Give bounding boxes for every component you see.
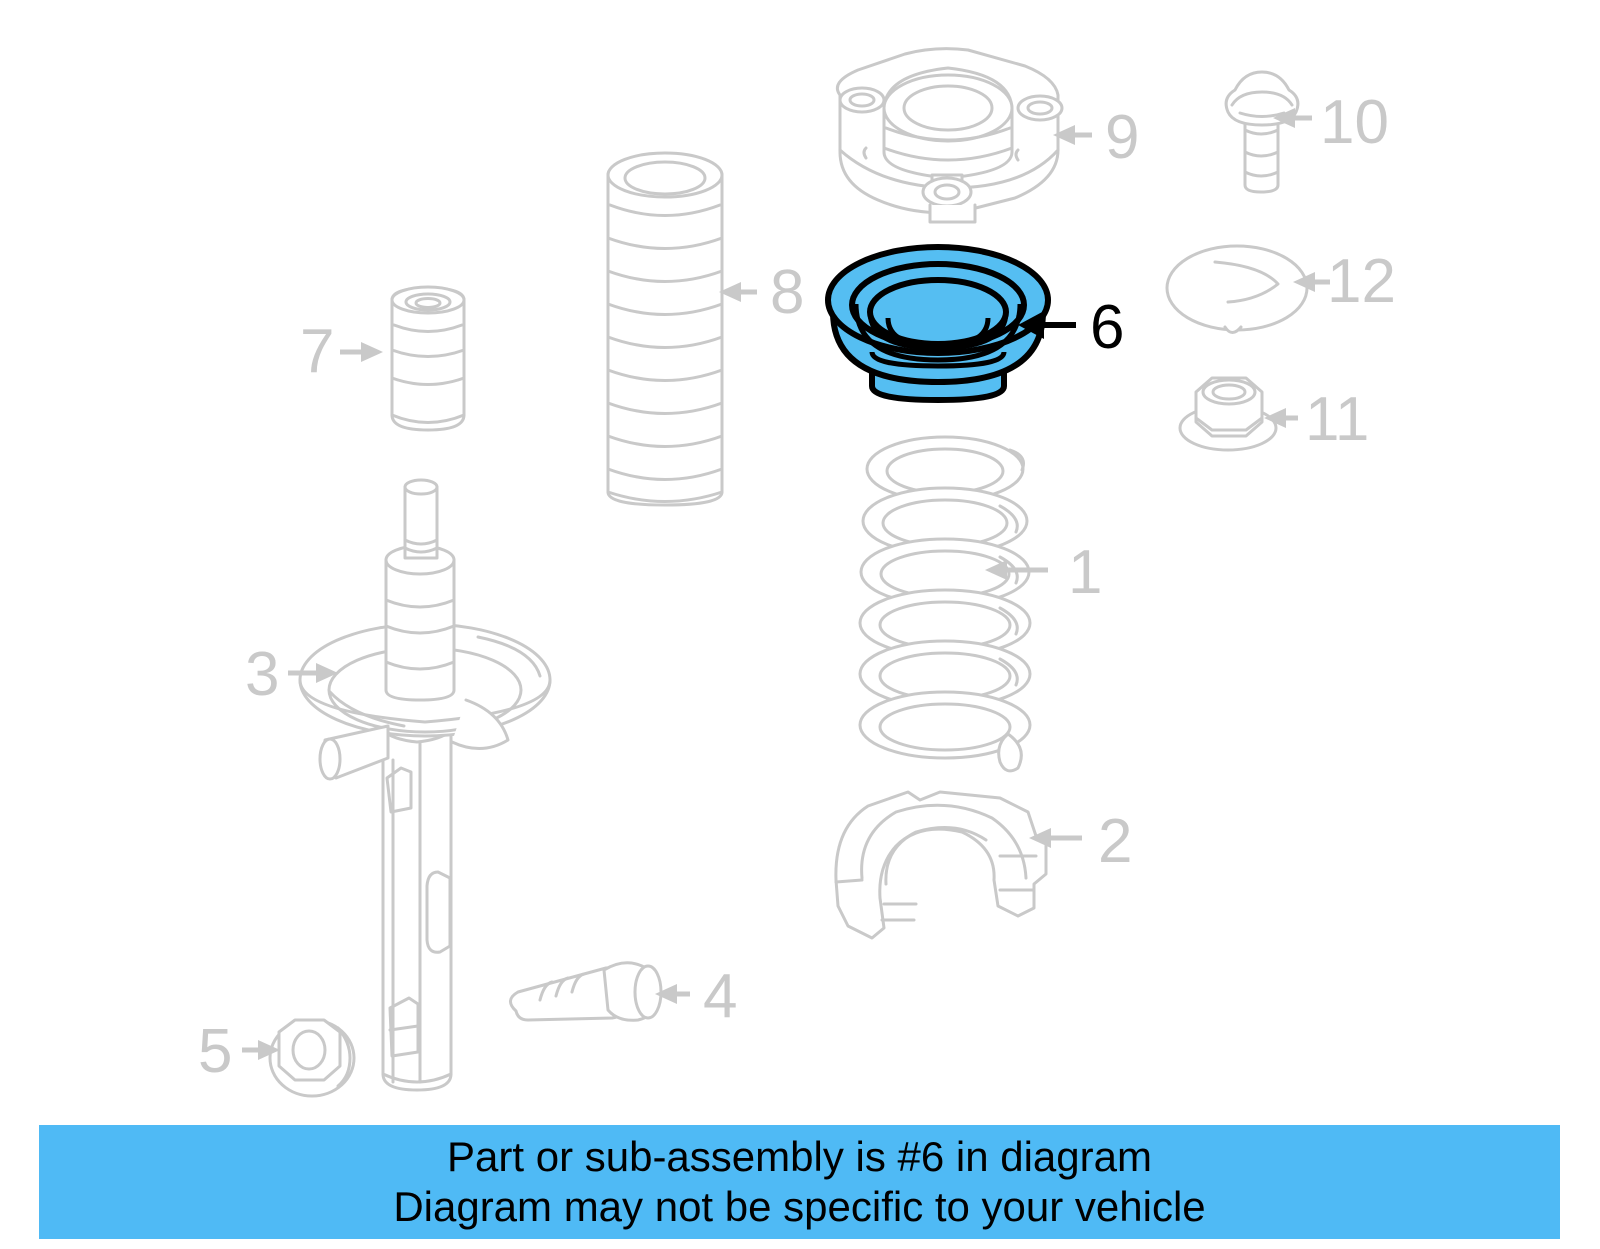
callout-label-8: 8 <box>770 258 804 327</box>
callout-4: 4 <box>655 962 737 1031</box>
callout-label-2: 2 <box>1098 807 1132 876</box>
part-1-coil-spring <box>858 435 1032 773</box>
callout-label-9: 9 <box>1105 103 1139 172</box>
callout-label-10: 10 <box>1320 88 1389 157</box>
callout-label-12: 12 <box>1327 247 1396 316</box>
callout-label-5: 5 <box>198 1017 232 1086</box>
callout-label-3: 3 <box>245 640 279 709</box>
part-4-strut-bolt <box>509 961 663 1022</box>
callout-1: 1 <box>985 538 1102 607</box>
callout-12: 12 <box>1293 247 1396 316</box>
part-5-strut-nut <box>268 1018 356 1098</box>
callout-9: 9 <box>1053 103 1139 172</box>
part-6-strut-mount-bearing <box>825 244 1051 403</box>
callout-5: 5 <box>198 1017 280 1086</box>
part-12-dust-cap <box>1165 244 1309 334</box>
callout-6: 6 <box>1018 293 1124 362</box>
callout-label-7: 7 <box>300 317 334 386</box>
part-11-flange-nut <box>1178 376 1278 452</box>
disclaimer-banner: Part or sub-assembly is #6 in diagram Di… <box>39 1125 1560 1239</box>
callout-10: 10 <box>1273 88 1389 157</box>
callout-3: 3 <box>245 640 338 709</box>
part-10-mount-bolt <box>1224 70 1300 194</box>
banner-line-1: Part or sub-assembly is #6 in diagram <box>447 1133 1152 1180</box>
callout-label-11: 11 <box>1305 385 1369 454</box>
callout-label-4: 4 <box>703 962 737 1031</box>
part-7-bump-stop <box>390 285 466 432</box>
part-8-dust-boot <box>606 151 724 507</box>
callout-8: 8 <box>719 258 804 327</box>
part-9-strut-mount <box>835 47 1064 224</box>
callout-label-1: 1 <box>1068 538 1102 607</box>
banner-line-2: Diagram may not be specific to your vehi… <box>393 1183 1206 1230</box>
callout-7: 7 <box>300 317 383 386</box>
part-3-strut-assembly <box>298 478 552 1092</box>
part-2-spring-seat-insulator <box>834 790 1048 940</box>
callout-2: 2 <box>1029 807 1132 876</box>
callout-label-6: 6 <box>1090 293 1124 362</box>
callout-11: 11 <box>1264 385 1369 454</box>
